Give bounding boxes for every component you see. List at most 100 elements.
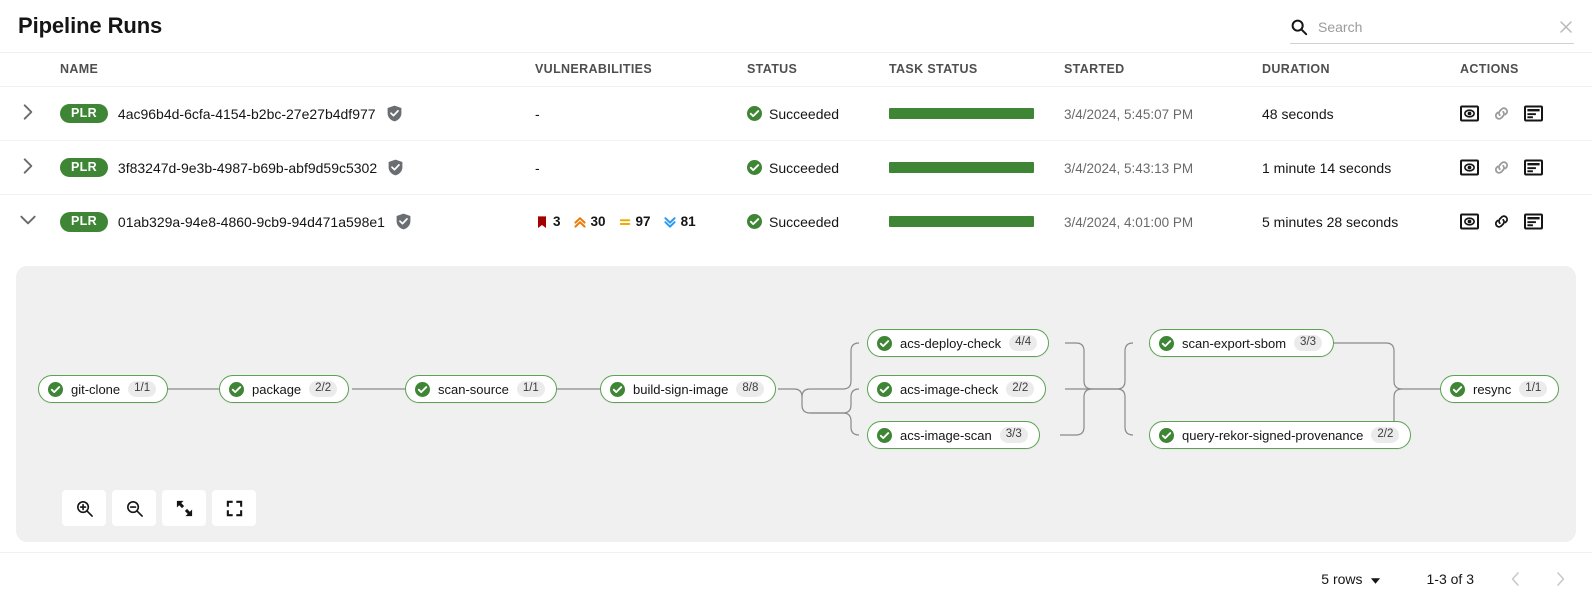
severity-low-icon [663, 215, 677, 229]
row-actions-cell [1460, 140, 1592, 195]
logs-icon[interactable] [1524, 158, 1543, 177]
zoom-out-button[interactable] [112, 490, 156, 526]
row-task-status-cell [889, 195, 1064, 249]
row-actions [1460, 158, 1592, 177]
col-toggle [0, 52, 60, 87]
next-page-button[interactable] [1552, 571, 1568, 587]
status-success-icon [877, 381, 892, 397]
graph-node-label: query-rekor-signed-provenance [1182, 427, 1364, 443]
graph-node-count: 8/8 [736, 381, 765, 397]
expand-row-icon[interactable] [18, 102, 38, 122]
link-icon[interactable] [1492, 158, 1511, 177]
expand-row-icon[interactable] [18, 156, 38, 176]
resource-kind-badge: PLR [60, 157, 108, 178]
table-row[interactable]: PLR 3f83247d-9e3b-4987-b69b-abf9d59c5302 -… [0, 140, 1592, 195]
view-output-icon[interactable] [1460, 212, 1479, 231]
row-name-cell: PLR 3f83247d-9e3b-4987-b69b-abf9d59c5302 [60, 140, 535, 195]
row-duration-cell: 48 seconds [1262, 86, 1460, 141]
graph-node-count: 1/1 [516, 381, 545, 397]
status-success-icon [747, 160, 762, 175]
link-icon[interactable] [1492, 212, 1511, 231]
vuln-high: 30 [573, 214, 606, 229]
logs-icon[interactable] [1524, 212, 1543, 231]
graph-node-acs-deploy-check[interactable]: acs-deploy-check 4/4 [867, 329, 1050, 357]
table-header: NAME VULNERABILITIES STATUS TASK STATUS … [0, 52, 1592, 87]
vulnerability-none: - [535, 159, 540, 176]
col-task-status: TASK STATUS [889, 52, 1064, 87]
search-box[interactable] [1290, 10, 1574, 44]
col-name: NAME [60, 52, 535, 87]
link-icon[interactable] [1492, 104, 1511, 123]
row-status-cell: Succeeded [747, 86, 889, 141]
row-started-cell: 3/4/2024, 4:01:00 PM [1064, 195, 1262, 249]
started-timestamp: 3/4/2024, 5:43:13 PM [1064, 160, 1194, 176]
signed-shield-icon [395, 213, 412, 230]
row-toggle-cell[interactable] [0, 86, 60, 141]
zoom-in-button[interactable] [62, 490, 106, 526]
resource-kind-badge: PLR [60, 212, 108, 232]
row-status-cell: Succeeded [747, 195, 889, 249]
signed-shield-icon [386, 105, 403, 122]
graph-node-count: 2/2 [1371, 427, 1400, 443]
pipeline-run-name[interactable]: 4ac96b4d-6cfa-4154-b2bc-27e27b4df977 [117, 105, 376, 122]
graph-node-label: acs-deploy-check [900, 335, 1002, 351]
row-toggle-cell[interactable] [0, 195, 60, 249]
resource-kind-badge: PLR [60, 103, 108, 124]
row-actions [1460, 104, 1592, 123]
pagination-controls [1508, 571, 1568, 587]
logs-icon[interactable] [1524, 104, 1543, 123]
graph-node-count: 3/3 [999, 427, 1028, 443]
col-duration: DURATION [1262, 52, 1460, 87]
rows-per-page-select[interactable]: 5 rows [1321, 571, 1380, 587]
status-success-icon [1159, 427, 1174, 443]
pipeline-run-name[interactable]: 3f83247d-9e3b-4987-b69b-abf9d59c5302 [117, 159, 378, 176]
row-started-cell: 3/4/2024, 5:43:13 PM [1064, 140, 1262, 195]
task-status-bar [889, 108, 1034, 119]
view-output-icon[interactable] [1460, 104, 1479, 123]
row-name-cell: PLR 4ac96b4d-6cfa-4154-b2bc-27e27b4df977 [60, 86, 535, 141]
graph-node-count: 4/4 [1009, 335, 1038, 351]
graph-node-scan-source[interactable]: scan-source 1/1 [405, 375, 557, 403]
graph-node-count: 3/3 [1294, 335, 1323, 351]
reset-view-button[interactable] [212, 490, 256, 526]
chevron-down-icon [1370, 573, 1381, 584]
graph-node-label: scan-source [438, 381, 509, 397]
table-row[interactable]: PLR 01ab329a-94e8-4860-9cb9-94d471a598e1 3… [0, 195, 1592, 249]
graph-node-label: package [252, 381, 302, 397]
graph-node-count: 1/1 [1519, 381, 1548, 397]
graph-node-query-rekor-signed-provenance[interactable]: query-rekor-signed-provenance 2/2 [1149, 421, 1412, 449]
collapse-row-icon[interactable] [18, 210, 38, 230]
row-name-cell: PLR 01ab329a-94e8-4860-9cb9-94d471a598e1 [60, 195, 535, 249]
view-output-icon[interactable] [1460, 158, 1479, 177]
search-input[interactable] [1318, 15, 1552, 38]
previous-page-button[interactable] [1508, 571, 1524, 587]
pipeline-run-name[interactable]: 01ab329a-94e8-4860-9cb9-94d471a598e1 [117, 213, 385, 230]
status-success-icon [1159, 335, 1174, 351]
graph-zoom-tools [62, 490, 256, 526]
graph-node-label: acs-image-check [900, 381, 999, 397]
status-success-icon [877, 335, 892, 351]
row-toggle-cell[interactable] [0, 140, 60, 195]
row-actions-cell [1460, 195, 1592, 249]
row-vulnerabilities-cell: - [535, 140, 747, 195]
started-timestamp: 3/4/2024, 5:45:07 PM [1064, 106, 1194, 122]
zoom-in-icon [76, 500, 93, 517]
task-status-bar [889, 216, 1034, 228]
row-duration-cell: 5 minutes 28 seconds [1262, 195, 1460, 249]
status-label: Succeeded [769, 105, 840, 122]
clear-search-icon[interactable] [1558, 19, 1574, 35]
row-started-cell: 3/4/2024, 5:45:07 PM [1064, 86, 1262, 141]
status-success-icon [877, 427, 892, 443]
fit-to-screen-button[interactable] [162, 490, 206, 526]
